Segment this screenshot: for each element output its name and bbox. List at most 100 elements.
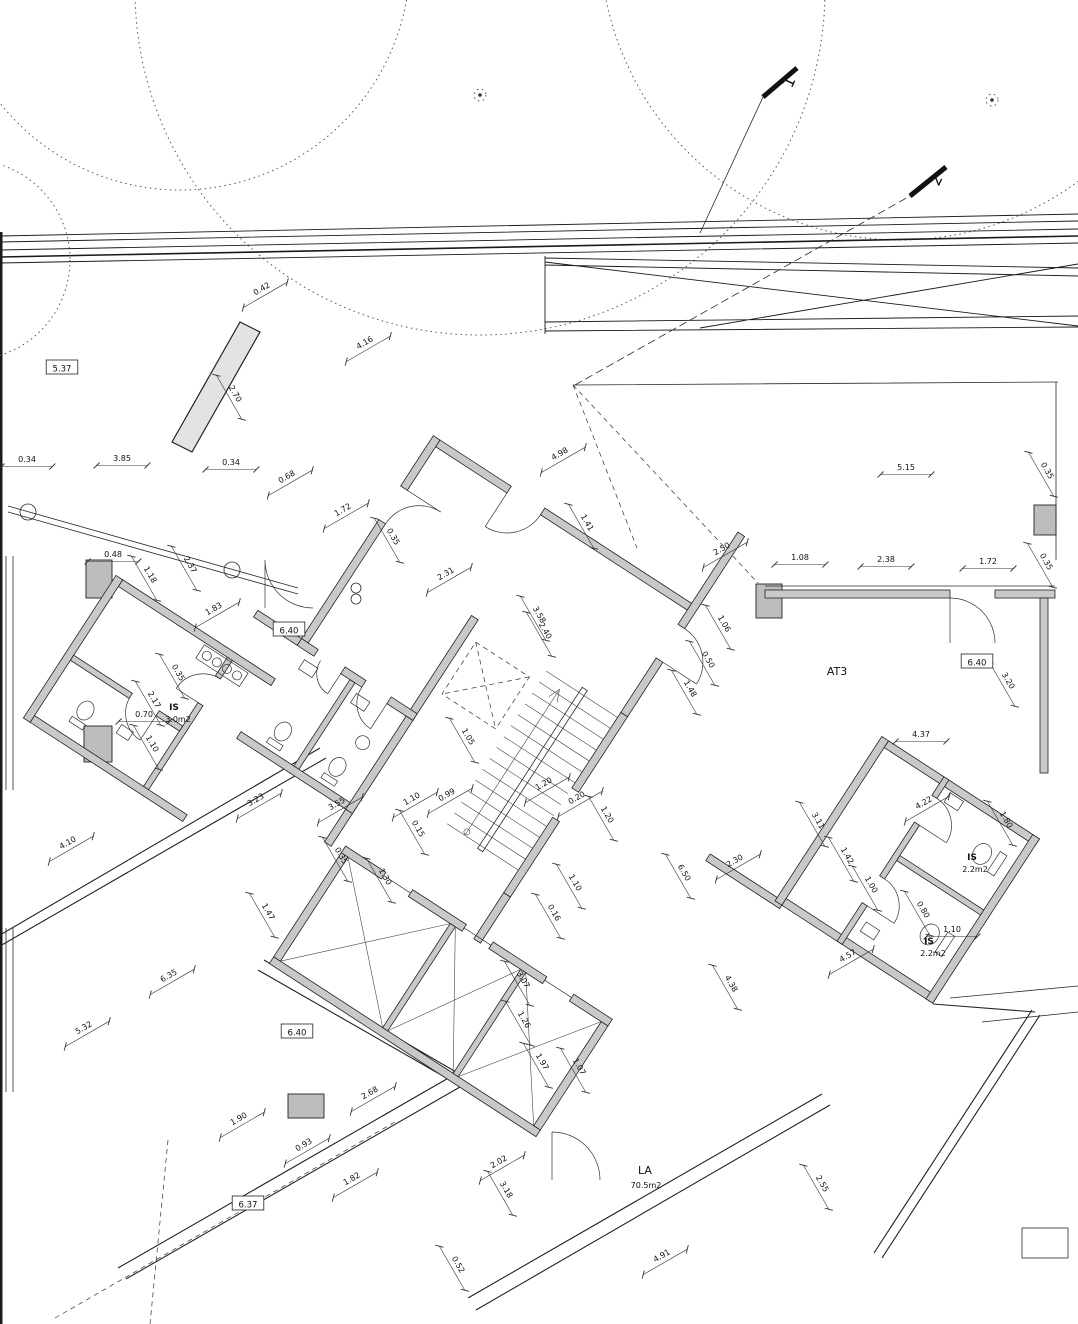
svg-text:1.10: 1.10 — [943, 925, 961, 934]
svg-text:0.99: 0.99 — [437, 786, 457, 803]
dimension-label: 1.82 — [331, 1167, 379, 1202]
svg-text:1.26: 1.26 — [516, 1010, 533, 1030]
dimension-label: 0.68 — [266, 465, 314, 500]
svg-text:2.31: 2.31 — [436, 565, 456, 582]
svg-text:2.17: 2.17 — [146, 690, 163, 710]
core-wc — [265, 659, 371, 787]
svg-text:2.2m2: 2.2m2 — [962, 865, 988, 874]
dimension-label: 1.80 — [983, 799, 1018, 847]
svg-text:3.20: 3.20 — [1000, 671, 1017, 691]
dimension-label: 3.23 — [235, 788, 283, 823]
dimension-label: 5.15 — [877, 463, 935, 478]
svg-text:6.37: 6.37 — [239, 1201, 258, 1211]
dimension-label: 4.37 — [892, 730, 950, 745]
svg-text:2.30: 2.30 — [725, 852, 745, 869]
svg-text:1.90: 1.90 — [229, 1110, 249, 1127]
svg-text:1.10: 1.10 — [144, 734, 161, 754]
svg-text:2.38: 2.38 — [877, 555, 895, 564]
dimension-label: 0.42 — [241, 277, 289, 312]
grid-label: 6.40 — [280, 1023, 314, 1039]
svg-text:1.20: 1.20 — [599, 805, 616, 825]
svg-text:1.48: 1.48 — [682, 679, 699, 699]
dimension-label: 6.50 — [661, 852, 696, 900]
svg-text:0.48: 0.48 — [104, 550, 122, 559]
svg-text:1.05: 1.05 — [460, 727, 477, 747]
svg-text:2.37: 2.37 — [182, 555, 199, 575]
svg-text:5.15: 5.15 — [897, 463, 915, 472]
room-area-label: 2.2m2 — [962, 865, 988, 874]
svg-text:0.42: 0.42 — [252, 280, 272, 297]
svg-text:2.2m2: 2.2m2 — [920, 949, 946, 958]
svg-text:AT3: AT3 — [827, 665, 847, 678]
dimension-label: 1.26 — [501, 999, 536, 1047]
dimension-label: 0.52 — [435, 1244, 470, 1292]
svg-text:2.70: 2.70 — [227, 384, 244, 404]
dimension-label: 1.72 — [959, 557, 1017, 572]
svg-text:0.34: 0.34 — [18, 455, 36, 464]
svg-text:0.68: 0.68 — [277, 468, 297, 485]
svg-text:3.18: 3.18 — [498, 1180, 515, 1200]
svg-text:70.5m2: 70.5m2 — [631, 1181, 662, 1190]
dimension-label: 1.20 — [584, 794, 619, 842]
dimension-label: 2.31 — [425, 562, 473, 597]
room-label: LA — [638, 1164, 652, 1177]
building-core — [22, 435, 1041, 1138]
dimension-label: 1.42 — [824, 835, 859, 883]
dimension-label: 4.10 — [47, 831, 95, 866]
svg-text:4.38: 4.38 — [723, 974, 740, 994]
dimension-label: 0.48 — [84, 550, 142, 565]
dimension-label: 1.06 — [701, 603, 736, 651]
svg-text:0.80: 0.80 — [915, 900, 932, 920]
svg-text:4.37: 4.37 — [912, 730, 930, 739]
grid-label: 5.37 — [45, 359, 79, 375]
svg-text:IS: IS — [967, 853, 977, 863]
svg-text:0.93: 0.93 — [294, 1136, 314, 1153]
dimension-label: 4.16 — [344, 331, 392, 366]
svg-text:2.68: 2.68 — [360, 1084, 380, 1101]
dimension-label: 6.35 — [148, 964, 196, 999]
dimension-label: 2.68 — [349, 1081, 397, 1116]
room-label: AT3 — [827, 665, 847, 678]
svg-text:5.37: 5.37 — [53, 365, 72, 375]
core-walls — [236, 435, 785, 944]
dimension-label: 0.16 — [531, 892, 566, 940]
svg-text:4.10: 4.10 — [58, 834, 78, 851]
section-markers — [574, 66, 948, 386]
svg-text:0.35: 0.35 — [385, 527, 402, 547]
dimension-label: 4.38 — [708, 963, 743, 1011]
dimension-label: 2.02 — [478, 1150, 526, 1185]
room-area-label: 2.2m2 — [920, 949, 946, 958]
svg-text:4.22: 4.22 — [914, 794, 934, 811]
svg-text:1.06: 1.06 — [716, 614, 733, 634]
svg-text:2.02: 2.02 — [489, 1153, 509, 1170]
survey-arcs — [0, 0, 1078, 356]
survey-point-icon — [473, 88, 487, 102]
east-bathrooms — [774, 735, 1041, 1004]
dimension-label: 4.91 — [641, 1244, 689, 1279]
site-wall-bar — [171, 321, 261, 453]
room-area-label: 70.5m2 — [631, 1181, 662, 1190]
west-rooms — [22, 574, 303, 822]
dimension-label: 4.98 — [539, 442, 587, 477]
svg-text:0.70: 0.70 — [135, 710, 153, 719]
svg-text:0.35: 0.35 — [1039, 461, 1056, 481]
svg-text:1.10: 1.10 — [402, 790, 422, 807]
room-area-label: 3.0m2 — [165, 715, 191, 724]
svg-text:0.15: 0.15 — [410, 819, 427, 839]
svg-text:2.55: 2.55 — [814, 1174, 831, 1194]
dimension-label: 0.35 — [1023, 541, 1058, 589]
dimension-label: 1.08 — [771, 553, 829, 568]
dimension-label: 5.32 — [63, 1016, 111, 1051]
dimension-label: 1.97 — [519, 1041, 554, 1089]
dimension-label: 1.10 — [923, 925, 981, 940]
grid-label: 6.40 — [960, 653, 994, 669]
svg-text:6.40: 6.40 — [280, 627, 299, 637]
dimension-label: 1.05 — [445, 716, 480, 764]
svg-text:0.50: 0.50 — [700, 650, 717, 670]
svg-text:0.52: 0.52 — [450, 1255, 467, 1275]
room-label: IS — [924, 937, 934, 947]
svg-text:LA: LA — [638, 1164, 652, 1177]
svg-text:0.34: 0.34 — [222, 458, 240, 467]
